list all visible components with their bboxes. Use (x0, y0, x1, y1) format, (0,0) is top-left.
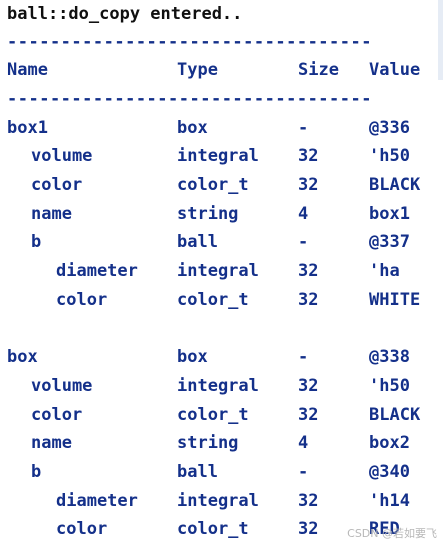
separator: ---------------------------------- (7, 32, 372, 52)
row-name: volume (31, 146, 93, 166)
row-name: color (56, 519, 108, 539)
table-row: color color_t 32 WHITE (0, 286, 443, 315)
table-row: volume integral 32 'h50 (0, 142, 443, 171)
row-name: box (7, 347, 38, 367)
row-size: 32 (298, 405, 319, 425)
row-size: 32 (298, 491, 319, 511)
row-name: diameter (56, 261, 138, 281)
header-name: Name (7, 60, 48, 80)
row-value: 'h50 (369, 146, 410, 166)
table-row: name string 4 box1 (0, 200, 443, 229)
row-name: box1 (7, 118, 48, 138)
row-value: RED (369, 519, 400, 539)
row-name: color (56, 290, 108, 310)
row-type: color_t (177, 175, 249, 195)
row-type: color_t (177, 519, 249, 539)
row-size: 32 (298, 290, 319, 310)
watermark-text: CSDN @若如要飞 (347, 527, 437, 540)
row-size: 4 (298, 433, 309, 453)
row-name: name (31, 204, 72, 224)
separator-line: ---------------------------------- (0, 28, 443, 57)
row-name: b (31, 232, 42, 252)
header-size: Size (298, 60, 339, 80)
row-value: @336 (369, 118, 410, 138)
separator-line: ---------------------------------- (0, 85, 443, 114)
row-size: - (298, 232, 309, 252)
table-row: box box - @338 (0, 343, 443, 372)
table-row: b ball - @337 (0, 228, 443, 257)
row-size: 32 (298, 376, 319, 396)
row-type: ball (177, 232, 218, 252)
row-size: 32 (298, 261, 319, 281)
row-name: b (31, 462, 42, 482)
table-row: diameter integral 32 'ha (0, 257, 443, 286)
row-value: 'ha (369, 261, 400, 281)
row-type: integral (177, 491, 259, 511)
table-row: name string 4 box2 (0, 429, 443, 458)
row-type: box (177, 118, 208, 138)
row-value: box1 (369, 204, 410, 224)
header-value: Value (369, 60, 421, 80)
row-size: 32 (298, 519, 319, 539)
row-value: WHITE (369, 290, 421, 310)
header-type: Type (177, 60, 218, 80)
row-size: - (298, 462, 309, 482)
table-header: Name Type Size Value (0, 56, 443, 85)
table-row: box1 box - @336 (0, 114, 443, 143)
row-name: diameter (56, 491, 138, 511)
row-type: ball (177, 462, 218, 482)
table-row: b ball - @340 (0, 458, 443, 487)
row-name: color (31, 405, 83, 425)
row-value: BLACK (369, 405, 421, 425)
row-type: color_t (177, 405, 249, 425)
table-row: color color_t 32 BLACK (0, 171, 443, 200)
table-row: color color_t 32 RED (0, 515, 443, 544)
row-value: 'h14 (369, 491, 410, 511)
console-title: ball::do_copy entered.. (7, 4, 243, 24)
table-row: volume integral 32 'h50 (0, 372, 443, 401)
row-type: string (177, 204, 239, 224)
row-size: 4 (298, 204, 309, 224)
row-value: box2 (369, 433, 410, 453)
row-size: 32 (298, 175, 319, 195)
row-value: @337 (369, 232, 410, 252)
row-size: - (298, 118, 309, 138)
row-value: 'h50 (369, 376, 410, 396)
row-name: volume (31, 376, 93, 396)
row-type: integral (177, 261, 259, 281)
separator: ---------------------------------- (7, 89, 372, 109)
row-name: color (31, 175, 83, 195)
row-size: 32 (298, 146, 319, 166)
row-type: color_t (177, 290, 249, 310)
row-type: integral (177, 146, 259, 166)
row-size: - (298, 347, 309, 367)
row-value: @340 (369, 462, 410, 482)
row-name: name (31, 433, 72, 453)
table-row: color color_t 32 BLACK (0, 401, 443, 430)
row-value: BLACK (369, 175, 421, 195)
console-title-line: ball::do_copy entered.. (0, 0, 443, 29)
row-type: string (177, 433, 239, 453)
row-type: box (177, 347, 208, 367)
row-value: @338 (369, 347, 410, 367)
row-type: integral (177, 376, 259, 396)
window-edge (438, 0, 443, 80)
table-row: diameter integral 32 'h14 (0, 487, 443, 516)
